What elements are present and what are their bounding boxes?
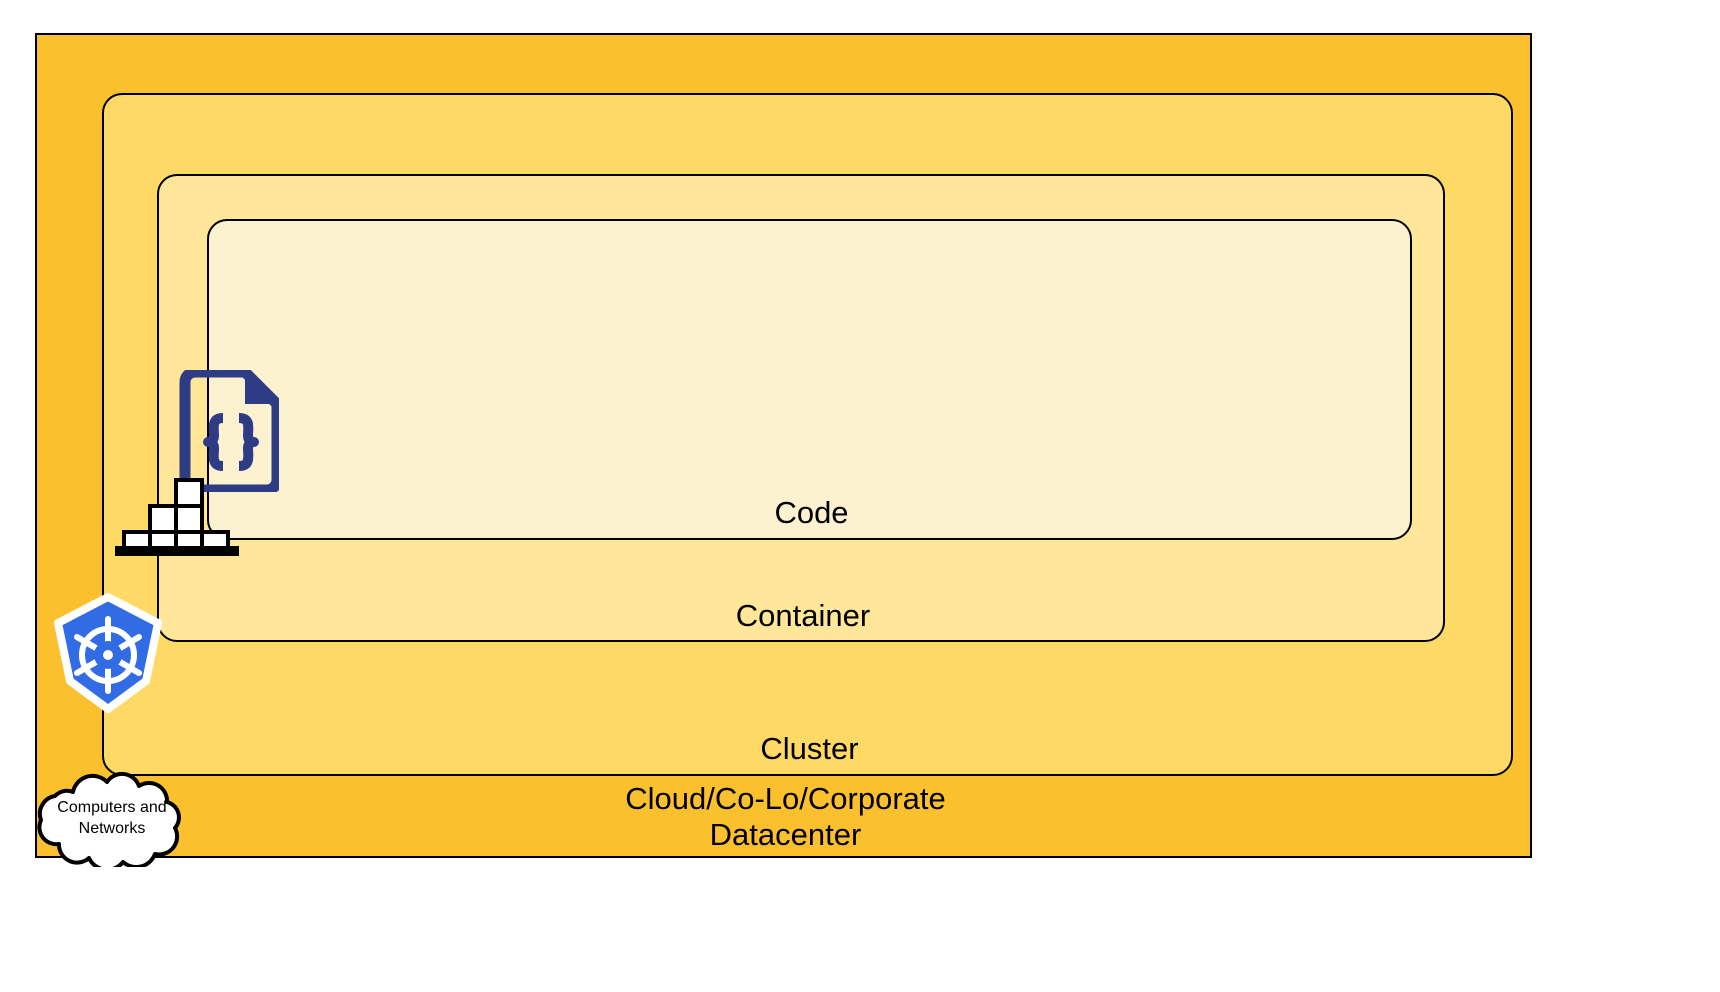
layer-container: Container Code [157, 174, 1445, 642]
layer-code: Code [207, 219, 1412, 540]
container-blocks-icon [115, 476, 239, 560]
json-file-icon [175, 366, 283, 496]
layer-cluster: Cluster Container Code [102, 93, 1513, 776]
layer-datacenter-label: Cloud/Co-Lo/Corporate Datacenter [625, 781, 946, 852]
kubernetes-icon [48, 593, 168, 713]
layer-cluster-label: Cluster [760, 730, 859, 766]
layer-code-label: Code [774, 494, 849, 530]
layer-container-label: Container [735, 597, 871, 633]
layer-datacenter: Cloud/Co-Lo/Corporate Datacenter Cluster… [35, 33, 1532, 858]
cloud-shape [27, 770, 197, 872]
